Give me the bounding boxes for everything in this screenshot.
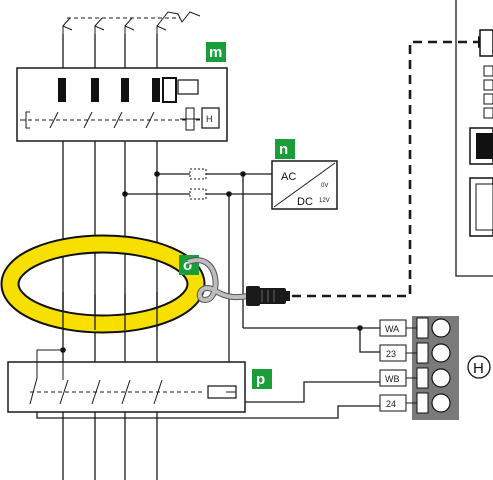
terminal-label-wb: WB bbox=[385, 374, 400, 384]
tag-o-label: o bbox=[183, 257, 192, 274]
tag-p-label: p bbox=[256, 371, 265, 388]
tag-p: p bbox=[252, 369, 272, 389]
module-n-12v: 12V bbox=[319, 198, 330, 204]
module-n-dc: DC bbox=[297, 196, 313, 208]
right-device bbox=[455, 0, 493, 277]
sensor-cable bbox=[186, 257, 290, 306]
device-p bbox=[7, 347, 246, 413]
tag-n: n bbox=[275, 139, 295, 159]
tag-p-box bbox=[252, 369, 272, 389]
terminal-block: WA 23 WB 24 bbox=[379, 316, 459, 420]
tag-m-label: m bbox=[209, 44, 222, 61]
ring-coil-o bbox=[0, 234, 206, 334]
terminal-label-wa: WA bbox=[385, 324, 399, 334]
signal-link bbox=[292, 40, 484, 298]
circled-h-symbol: H bbox=[467, 355, 491, 379]
module-n-0v: 0V bbox=[321, 183, 328, 189]
tag-n-label: n bbox=[279, 141, 288, 158]
terminal-label-23: 23 bbox=[386, 349, 396, 359]
terminal-label-24: 24 bbox=[386, 399, 396, 409]
tag-m-box bbox=[206, 42, 226, 62]
sensor-cable-fill bbox=[187, 258, 249, 303]
tag-m: m bbox=[206, 42, 226, 62]
incoming-contacts bbox=[62, 11, 201, 34]
tag-n-box bbox=[275, 139, 295, 159]
device-m-h-label: H bbox=[206, 114, 213, 124]
ring-coil-body bbox=[2, 236, 204, 332]
supply-taps bbox=[122, 168, 272, 200]
device-m: H bbox=[16, 67, 228, 142]
circled-h-label: H bbox=[473, 360, 484, 377]
module-n-ac: AC bbox=[281, 171, 296, 183]
module-n-psu: AC DC 0V 12V bbox=[271, 160, 338, 210]
